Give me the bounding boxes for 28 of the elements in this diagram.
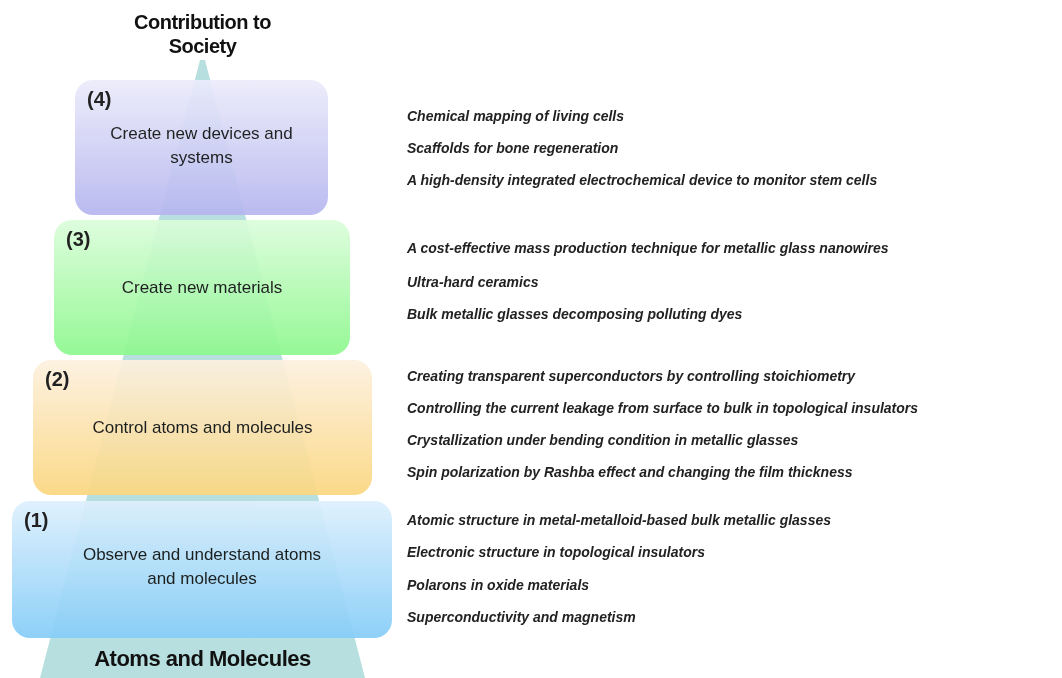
level-title: Control atoms and molecules — [91, 417, 314, 439]
level-number: (4) — [87, 88, 112, 111]
example-item: Electronic structure in topological insulators — [407, 544, 705, 560]
example-item: Superconductivity and magnetism — [407, 609, 636, 625]
base-heading: Atoms and Molecules — [93, 646, 312, 673]
example-item: Bulk metallic glasses decomposing polluting dyes — [407, 306, 743, 322]
example-item: Chemical mapping of living cells — [407, 108, 625, 124]
example-item: Crystallization under bending condition in metallic glasses — [407, 432, 799, 448]
top-heading: Contribution to Society — [133, 10, 272, 58]
level-box — [75, 80, 328, 215]
level-box — [33, 360, 372, 495]
example-item: Creating transparent superconductors by controlling stoichiometry — [407, 368, 856, 384]
example-item: Polarons in oxide materials — [407, 577, 590, 593]
level-number: (3) — [66, 228, 91, 251]
example-item: Controlling the current leakage from surface to bulk in topological insulators — [407, 400, 919, 416]
level-title: Observe and understand atoms and molecules — [81, 544, 323, 590]
example-item: Scaffolds for bone regeneration — [407, 140, 619, 156]
level-box — [54, 220, 350, 355]
level-title: Create new devices and systems — [109, 123, 294, 169]
example-item: A cost-effective mass production technique for metallic glass nanowires — [407, 240, 889, 256]
level-box — [12, 501, 392, 638]
example-item: Atomic structure in metal-metalloid-based bulk metallic glasses — [407, 512, 831, 528]
level-number: (1) — [24, 509, 49, 532]
example-item: Spin polarization by Rashba effect and changing the film thickness — [407, 464, 853, 480]
example-item: Ultra-hard ceramics — [407, 274, 539, 290]
level-title: Create new materials — [120, 277, 284, 299]
example-item: A high-density integrated electrochemical device to monitor stem cells — [407, 172, 878, 188]
level-number: (2) — [45, 368, 70, 391]
